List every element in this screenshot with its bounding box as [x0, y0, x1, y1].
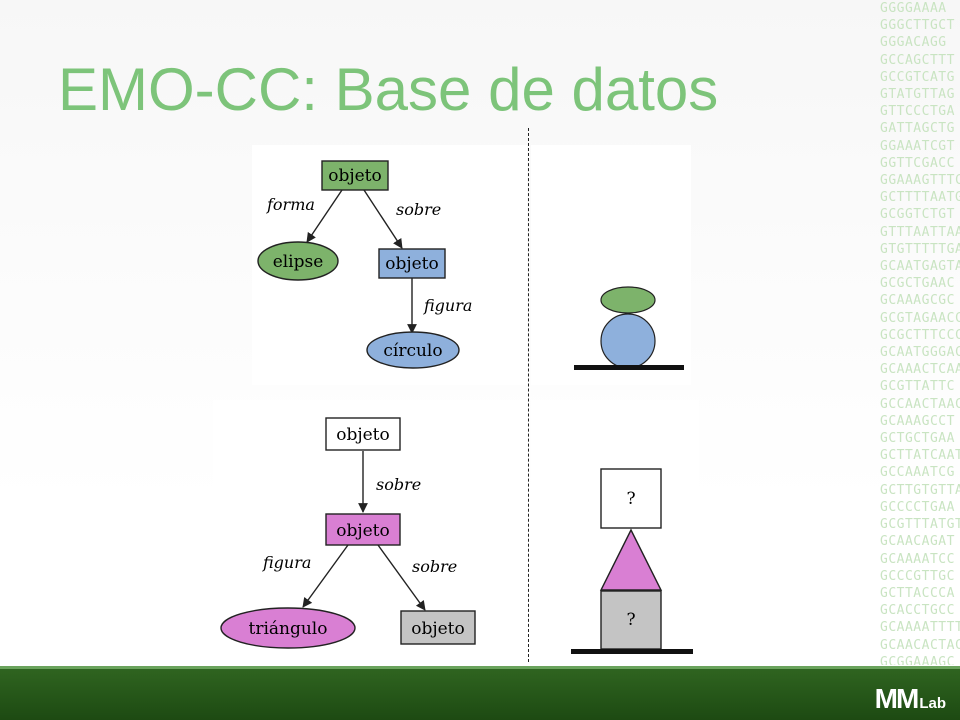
node-circle-label: círculo: [383, 341, 442, 361]
bottom-graph-panel: sobre figura sobre objeto objeto triángu…: [213, 400, 527, 662]
node-circle-shape: [366, 331, 460, 369]
scene-ground: [574, 365, 684, 370]
edge-middle-to-object: [377, 544, 426, 611]
edge-label-sobre-1: sobre: [376, 475, 421, 494]
slide-title: EMO-CC: Base de datos: [58, 56, 719, 123]
dna-line: GCGTAGAACC: [880, 310, 960, 326]
dna-line: GTTTAATTAA: [880, 224, 960, 240]
mmlab-logo: MM Lab: [875, 683, 946, 715]
node-object-box: [400, 610, 476, 645]
dna-line: GCGTTTATGT: [880, 517, 960, 533]
dna-line: GCAAAGCCT: [880, 413, 955, 429]
node-object-box: [378, 248, 446, 279]
edge-label-sobre-2: sobre: [412, 557, 457, 576]
dna-line: GCGTTATTC: [880, 379, 955, 395]
footer-accent-line: [0, 666, 960, 669]
dna-line: GTTCCCTGA: [880, 104, 955, 120]
dna-line: GCGCTGAAC: [880, 276, 955, 292]
edge-middle-to-triangle: [302, 544, 349, 608]
dna-line: GGTTCGACC: [880, 155, 955, 171]
dna-line: GCAAAATCC: [880, 551, 955, 567]
dna-line: GGGCTTGCT: [880, 18, 955, 34]
dna-line: GCTGCTGAA: [880, 431, 955, 447]
node-middle-box: [325, 513, 401, 546]
top-graph-panel: forma sobre figura objeto elipse objeto …: [252, 145, 527, 385]
scene-ellipse: [600, 286, 656, 314]
dna-line: GATTAGCTG: [880, 121, 955, 137]
top-scene-panel: [531, 145, 691, 385]
node-root-label: objeto: [328, 166, 382, 186]
dna-line: GCCAAATCG: [880, 465, 955, 481]
dna-line: GCTTACCCA: [880, 585, 955, 601]
edge-label-sobre: sobre: [396, 200, 441, 219]
top-scene: [574, 286, 684, 370]
node-root-label: objeto: [336, 425, 390, 445]
edge-label-figura: figura: [262, 553, 311, 572]
node-triangle-label: triángulo: [249, 619, 328, 639]
dna-line: GCAACAGAT: [880, 534, 955, 550]
dna-line: GCAATGGGAC: [880, 345, 960, 361]
logo-lab: Lab: [919, 695, 946, 712]
logo-mm: MM: [874, 683, 920, 714]
dna-line: GGAAAGTTTC: [880, 173, 960, 189]
dna-line: GCAACACTAC: [880, 637, 960, 653]
dna-line: GCCGTCATG: [880, 69, 955, 85]
node-ellipse-label: elipse: [273, 252, 324, 272]
dna-line: GCACCTGCC: [880, 603, 955, 619]
dna-line: GCCAACTAAC: [880, 396, 960, 412]
node-object-label: objeto: [411, 619, 465, 639]
dna-line: GCGGAAAGC: [880, 654, 955, 665]
bottom-scene: ? ?: [571, 468, 693, 654]
dna-line: GCGCTTTCCC: [880, 327, 960, 343]
scene-top-label: ?: [626, 489, 635, 509]
dna-line: GCGGTCTGT: [880, 207, 955, 223]
dna-line: GCAAACTCAA: [880, 362, 960, 378]
node-root-box: [321, 160, 389, 191]
top-graph: forma sobre figura objeto elipse objeto …: [257, 160, 472, 369]
dna-line: GCCCGTTGC: [880, 568, 955, 584]
dna-line: GTGTTTTTGA: [880, 241, 960, 257]
dna-line: GCAAAATTTT: [880, 620, 960, 636]
scene-triangle: [599, 528, 663, 591]
dna-line: GTATGTTAG: [880, 87, 955, 103]
node-root-box: [325, 417, 401, 451]
scene-ground: [571, 649, 693, 654]
edge-root-to-object: [363, 189, 403, 249]
node-ellipse-shape: [257, 241, 339, 281]
dna-line: GGGACAGG: [880, 35, 947, 51]
scene-circle: [600, 313, 656, 369]
node-triangle-shape: [220, 607, 356, 649]
bottom-graph: sobre figura sobre objeto objeto triángu…: [220, 417, 476, 649]
edge-root-to-ellipse: [306, 189, 343, 243]
scene-bottom-box: [600, 590, 662, 650]
dna-line: GCAATGAGTA: [880, 259, 960, 275]
dna-line: GCCCCTGAA: [880, 499, 955, 515]
dna-line: GCAAAGCGC: [880, 293, 955, 309]
node-middle-label: objeto: [336, 521, 390, 541]
scene-top-box: [600, 468, 662, 529]
bottom-scene-panel: ? ?: [531, 400, 699, 662]
dna-line: GCCAGCTTT: [880, 52, 955, 68]
dna-line: GCTTGTGTTA: [880, 482, 960, 498]
edge-label-figura: figura: [423, 296, 472, 315]
dna-line: GCTTTTAATG: [880, 190, 960, 206]
scene-bottom-label: ?: [626, 610, 635, 630]
dna-line: GGAAATCGT: [880, 138, 955, 154]
dna-line: GGGGAAAA: [880, 1, 947, 16]
column-divider: [528, 128, 529, 662]
dna-line: GCTTATCAAT: [880, 448, 960, 464]
edge-label-forma: forma: [266, 195, 315, 214]
footer-bar: [0, 669, 960, 720]
node-object-label: objeto: [385, 254, 439, 274]
